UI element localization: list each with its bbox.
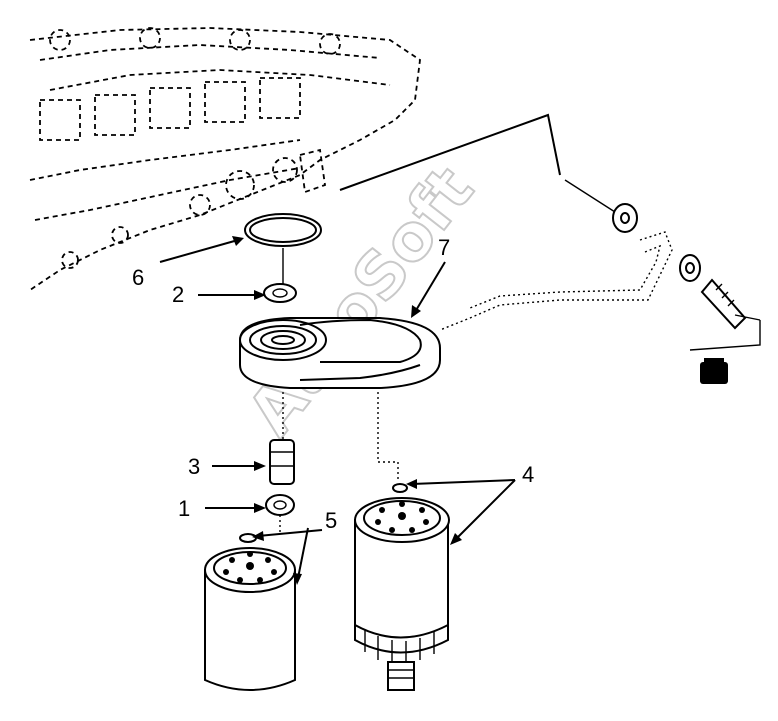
callout-7: 7 (438, 235, 450, 260)
callout-4: 4 (522, 462, 534, 487)
fuel-filter-5 (204, 533, 296, 691)
centerline-right (377, 392, 399, 480)
callout-1: 1 (178, 496, 190, 521)
callout-6: 6 (132, 265, 144, 290)
callout-5: 5 (325, 508, 337, 533)
callout-3: 3 (188, 454, 200, 479)
seal-2 (263, 283, 297, 303)
nut-1 (265, 494, 295, 516)
bleed-screw (700, 358, 728, 384)
fuel-line-assembly (439, 203, 761, 384)
seal-4 (392, 483, 408, 493)
engine-block (29, 27, 421, 291)
callout-2: 2 (172, 282, 184, 307)
adapter-fitting-3 (269, 439, 295, 485)
filter-head-7 (239, 317, 441, 389)
callout-leaders (159, 236, 516, 585)
water-separator-filter-4 (354, 497, 450, 691)
o-ring-6 (244, 213, 322, 247)
leader-line-to-fitting (339, 113, 616, 213)
